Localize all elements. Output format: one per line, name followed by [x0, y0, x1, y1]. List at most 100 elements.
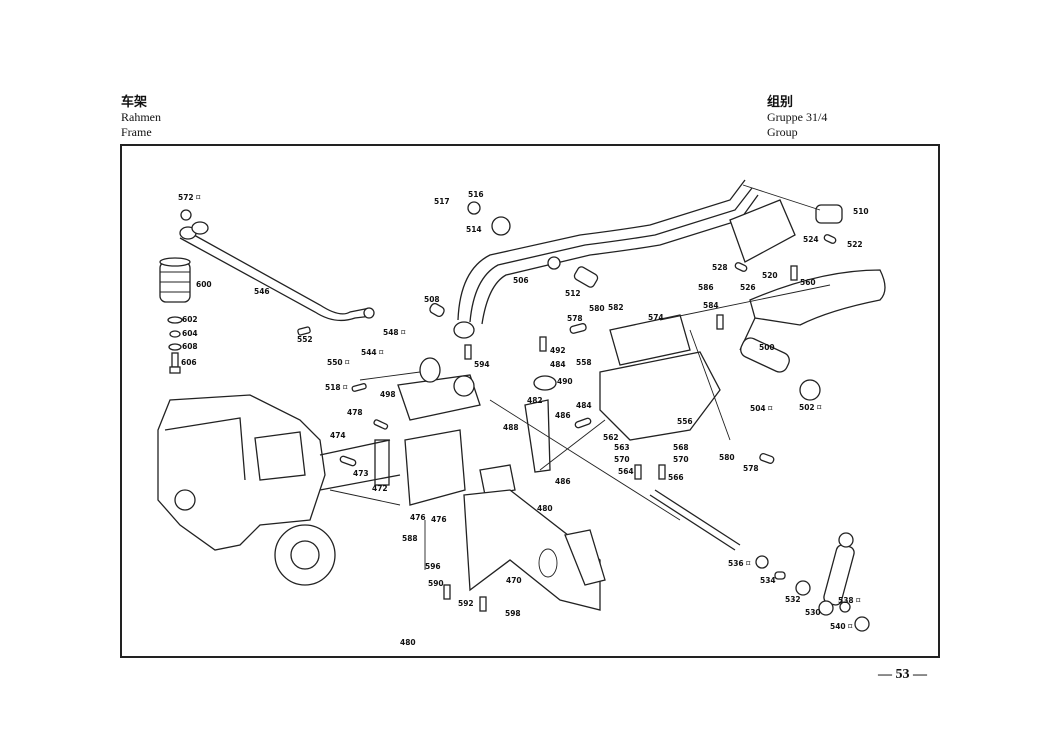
- part-label: 524: [803, 235, 819, 244]
- leader-lines: [329, 184, 831, 570]
- shock-absorber: [755, 532, 870, 632]
- part-label: 472: [372, 484, 388, 493]
- part-label: 602: [182, 315, 198, 324]
- part-label: 563: [614, 443, 630, 452]
- part-label: 476: [410, 513, 426, 522]
- part-label: 517: [434, 197, 450, 206]
- part-label: 546: [254, 287, 270, 296]
- part-label: 486: [555, 411, 571, 420]
- header-left: 车架 Rahmen Frame: [121, 95, 161, 140]
- stabilizer-bar: [179, 209, 375, 322]
- part-label: 540 ⌑: [830, 622, 853, 631]
- section-title-chinese: 车架: [121, 95, 148, 110]
- section-title-german: Rahmen: [121, 110, 161, 124]
- part-label: 586: [698, 283, 714, 292]
- part-label: 608: [182, 342, 198, 351]
- part-label: 566: [668, 473, 684, 482]
- chassis-frame-rail: [463, 489, 606, 611]
- part-label: 598: [505, 609, 521, 618]
- part-label: 508: [424, 295, 440, 304]
- part-label: 592: [458, 599, 474, 608]
- part-label: 484: [550, 360, 566, 369]
- part-label: 488: [503, 423, 519, 432]
- part-label: 544 ⌑: [361, 348, 384, 357]
- part-label: 474: [330, 431, 346, 440]
- part-label: 580: [719, 453, 735, 462]
- diagram-frame: [120, 144, 940, 658]
- part-label: 578: [567, 314, 583, 323]
- part-label: 570: [614, 455, 630, 464]
- part-label: 490: [557, 377, 573, 386]
- part-label: 478: [347, 408, 363, 417]
- truck-cab: [157, 394, 401, 586]
- part-label: 556: [677, 417, 693, 426]
- part-label: 590: [428, 579, 444, 588]
- part-label: 562: [603, 433, 619, 442]
- spring-hanger: [729, 199, 843, 401]
- part-label: 500: [759, 343, 775, 352]
- part-label: 480: [537, 504, 553, 513]
- part-label: 516: [468, 190, 484, 199]
- part-label: 580: [589, 304, 605, 313]
- section-title-english: Frame: [121, 125, 152, 139]
- part-label: 582: [608, 303, 624, 312]
- header-right: 组别 Gruppe 31/4 Group: [767, 95, 827, 140]
- part-label: 604: [182, 329, 198, 338]
- part-label: 532: [785, 595, 801, 604]
- part-label: 522: [847, 240, 863, 249]
- part-label: 568: [673, 443, 689, 452]
- part-label: 512: [565, 289, 581, 298]
- part-label: 484: [576, 401, 592, 410]
- part-label: 526: [740, 283, 756, 292]
- part-label: 492: [550, 346, 566, 355]
- fasteners: [297, 234, 837, 612]
- part-label: 498: [380, 390, 396, 399]
- part-label: 502 ⌑: [799, 403, 822, 412]
- part-label: 552: [297, 335, 313, 344]
- part-label: 538 ⌑: [838, 596, 861, 605]
- part-label: 470: [506, 576, 522, 585]
- part-label: 506: [513, 276, 529, 285]
- group-label-german: Gruppe 31/4: [767, 110, 828, 124]
- part-label: 550 ⌑: [327, 358, 350, 367]
- part-label: 504 ⌑: [750, 404, 773, 413]
- part-label: 534: [760, 576, 776, 585]
- part-label: 588: [402, 534, 418, 543]
- part-label: 514: [466, 225, 482, 234]
- part-label: 480: [400, 638, 416, 647]
- mounting-bracket-front: [374, 357, 516, 506]
- part-labels: 572 ⌑ 517 516 514 510 524 522 528 520 52…: [178, 190, 869, 647]
- part-label: 572 ⌑: [178, 193, 201, 202]
- part-label: 578: [743, 464, 759, 473]
- part-label: 570: [673, 455, 689, 464]
- part-label: 574: [648, 313, 664, 322]
- part-label: 600: [196, 280, 212, 289]
- part-label: 548 ⌑: [383, 328, 406, 337]
- part-label: 530: [805, 608, 821, 617]
- group-label-english: Group: [767, 125, 798, 139]
- part-label: 560: [800, 278, 816, 287]
- rod-long: [649, 489, 741, 551]
- part-label: 536 ⌑: [728, 559, 751, 568]
- part-label: 486: [555, 477, 571, 486]
- bracket-482: [524, 375, 557, 473]
- group-label-chinese: 组别: [767, 95, 794, 110]
- part-label: 584: [703, 301, 719, 310]
- part-label: 596: [425, 562, 441, 571]
- part-label: 510: [853, 207, 869, 216]
- part-label: 594: [474, 360, 490, 369]
- part-label: 564: [618, 467, 634, 476]
- mounting-bracket-rear: [599, 314, 721, 441]
- part-label: 558: [576, 358, 592, 367]
- part-label: 520: [762, 271, 778, 280]
- page-number: — 53 —: [878, 667, 927, 682]
- axle-bracket-arm: [429, 179, 759, 339]
- part-label: 482: [527, 396, 543, 405]
- rubber-buffer-stack: [159, 257, 191, 374]
- part-label: 476: [431, 515, 447, 524]
- part-label: 606: [181, 358, 197, 367]
- part-label: 473: [353, 469, 369, 478]
- part-label: 518 ⌑: [325, 383, 348, 392]
- part-label: 528: [712, 263, 728, 272]
